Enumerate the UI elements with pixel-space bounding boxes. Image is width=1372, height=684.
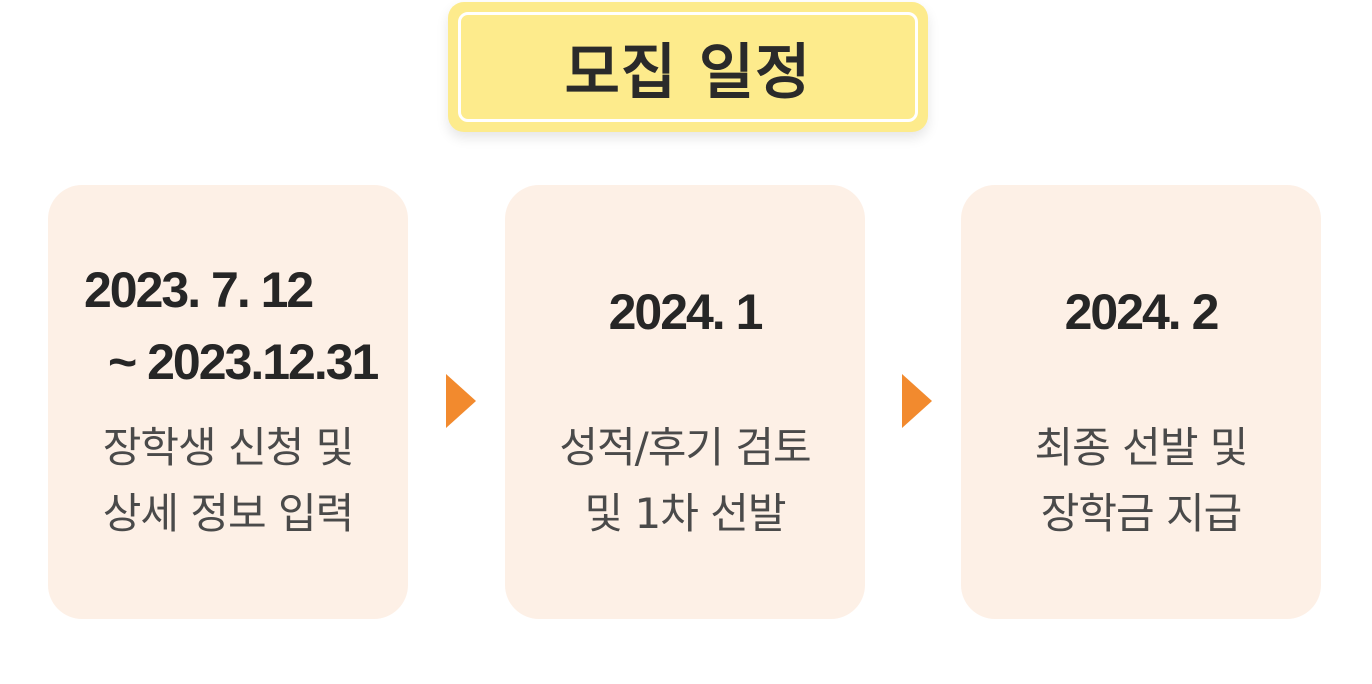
step-description-line: 및 1차 선발 [584, 489, 787, 538]
step-card-review: 2024. 1 성적/후기 검토 및 1차 선발 [505, 185, 865, 619]
step-date-end: ~ 2023.12.31 [108, 334, 379, 390]
step-date: 2024. 2 [1064, 284, 1220, 340]
title-frame: 모집 일정 [458, 12, 918, 122]
step-date-start: 2023. 7. 12 [84, 262, 314, 318]
step-description: 최종 선발 및 장학금 지급 [961, 415, 1321, 547]
step-description-line: 장학금 지급 [1040, 489, 1243, 538]
step-description-line: 최종 선발 및 [1034, 423, 1249, 472]
triangle-right-icon [902, 374, 932, 428]
step-description: 장학생 신청 및 상세 정보 입력 [48, 415, 408, 547]
step-card-application: 2023. 7. 12 ~ 2023.12.31 장학생 신청 및 상세 정보 … [48, 185, 408, 619]
step-description-line: 성적/후기 검토 [559, 423, 811, 472]
step-description: 성적/후기 검토 및 1차 선발 [505, 415, 865, 547]
title-badge: 모집 일정 [448, 2, 928, 132]
page-title: 모집 일정 [564, 37, 812, 108]
step-card-final: 2024. 2 최종 선발 및 장학금 지급 [961, 185, 1321, 619]
step-description-line: 장학생 신청 및 [102, 423, 355, 472]
triangle-right-icon [446, 374, 476, 428]
step-description-line: 상세 정보 입력 [102, 489, 355, 538]
step-date: 2024. 1 [608, 284, 764, 340]
